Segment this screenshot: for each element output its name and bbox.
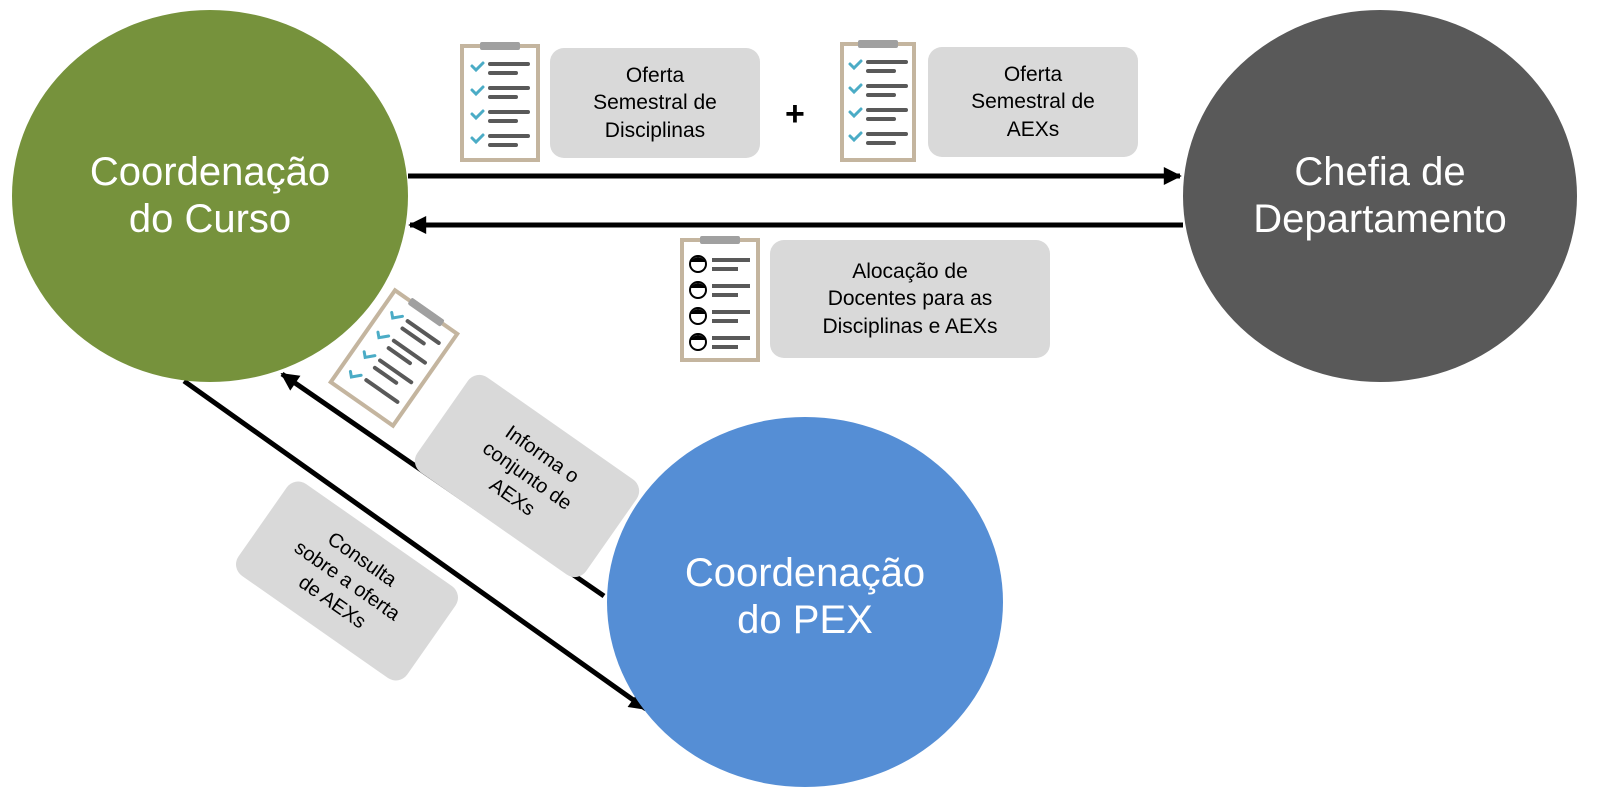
checklist-clipboard-icon [840, 40, 916, 162]
node-label-line1: Coordenação [89, 149, 331, 194]
node-chefia-departamento: Chefia de Departamento [1183, 10, 1577, 382]
node-coordenacao-pex: Coordenação do PEX [607, 417, 1003, 787]
label-line: Semestral de [593, 91, 717, 115]
node-label-line1: Coordenação [684, 550, 926, 595]
label-line: Oferta [1003, 63, 1063, 87]
label-alocacao-docentes: Alocação de Docentes para as Disciplinas… [770, 240, 1050, 358]
plus-sign: + [785, 95, 805, 133]
node-label-line2: do PEX [737, 598, 873, 642]
checklist-clipboard-icon [327, 287, 461, 429]
label-line: Disciplinas e AEXs [822, 314, 998, 338]
label-line: Docentes para as [827, 287, 993, 311]
faces-clipboard-icon [680, 236, 760, 362]
checklist-clipboard-icon [460, 42, 540, 162]
label-oferta-aexs: Oferta Semestral de AEXs [928, 47, 1138, 157]
label-line: Alocação de [852, 260, 968, 284]
node-label-line2: do Curso [128, 197, 292, 241]
label-line: AEXs [1006, 117, 1060, 141]
arrow-curso-to-pex [182, 378, 648, 712]
node-label-line1: Chefia de [1294, 149, 1466, 194]
label-line: Semestral de [971, 90, 1095, 114]
node-label-line2: Departamento [1253, 197, 1507, 241]
label-line: Oferta [625, 64, 685, 88]
label-oferta-disciplinas: Oferta Semestral de Disciplinas [550, 48, 760, 158]
node-coordenacao-curso: Coordenação do Curso [12, 10, 408, 382]
label-line: Disciplinas [604, 118, 706, 142]
